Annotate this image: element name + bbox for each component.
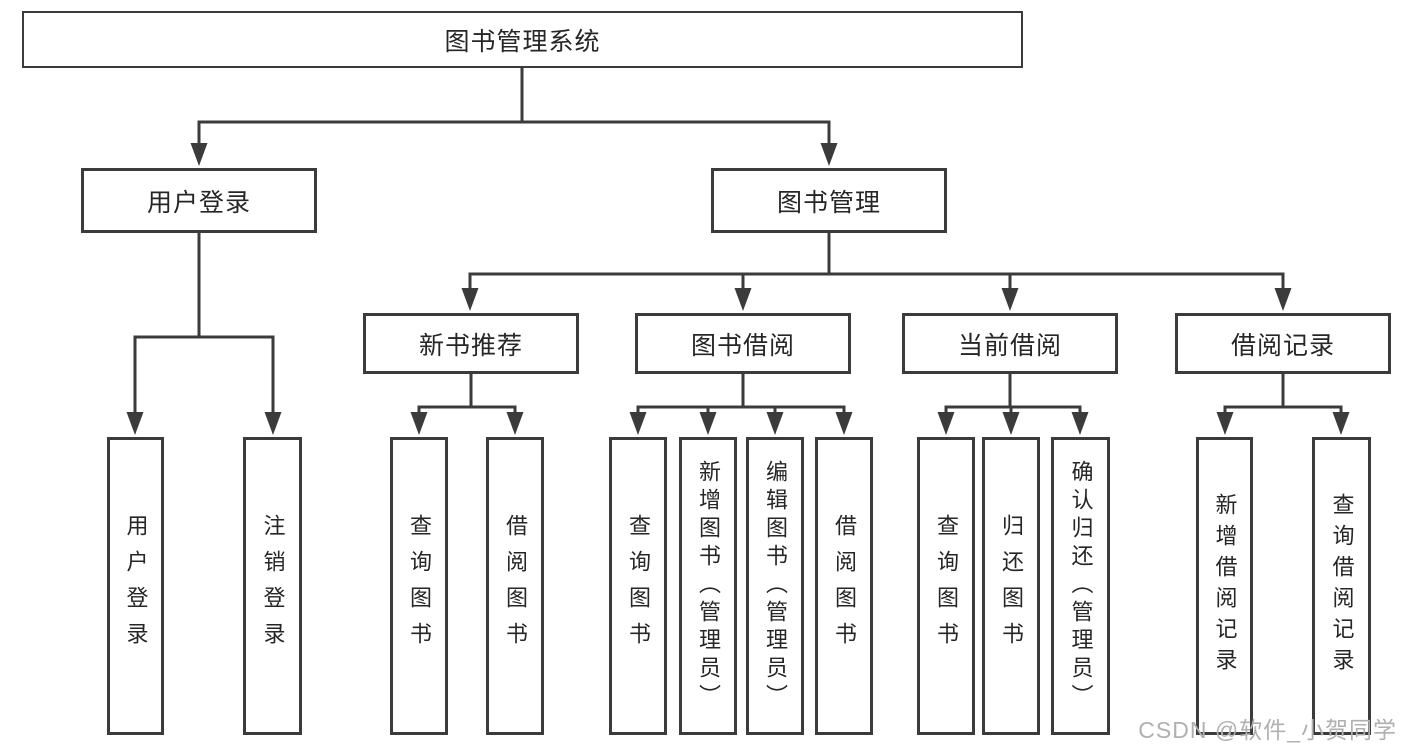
leaf-borrow-books-recommend: 借阅图书: [486, 437, 544, 735]
leaf-query-books-current: 查询图书: [917, 437, 975, 735]
leaf-query-books-recommend: 查询图书: [390, 437, 448, 735]
leaf-edit-books-admin: 编辑图书（管理员）: [746, 437, 804, 735]
leaf-confirm-return-admin: 确认归还（管理员）: [1051, 437, 1110, 735]
leaf-user-login: 用户登录: [107, 437, 164, 735]
node-current-borrowing: 当前借阅: [902, 313, 1118, 374]
node-new-book-recommend: 新书推荐: [363, 313, 579, 374]
leaf-borrow-books: 借阅图书: [815, 437, 873, 735]
watermark: CSDN @软件_小贺同学: [1138, 717, 1397, 743]
leaf-add-books-admin: 新增图书（管理员）: [679, 437, 737, 735]
node-book-management: 图书管理: [711, 168, 947, 233]
node-user-login: 用户登录: [81, 168, 317, 233]
leaf-logout: 注销登录: [243, 437, 302, 735]
leaf-return-books: 归还图书: [982, 437, 1040, 735]
node-borrowing-records: 借阅记录: [1175, 313, 1391, 374]
leaf-add-borrow-record: 新增借阅记录: [1196, 437, 1253, 735]
leaf-query-borrow-record: 查询借阅记录: [1312, 437, 1371, 735]
node-book-borrowing: 图书借阅: [635, 313, 851, 374]
leaf-query-books-borrowing: 查询图书: [609, 437, 667, 735]
node-root: 图书管理系统: [22, 11, 1023, 68]
